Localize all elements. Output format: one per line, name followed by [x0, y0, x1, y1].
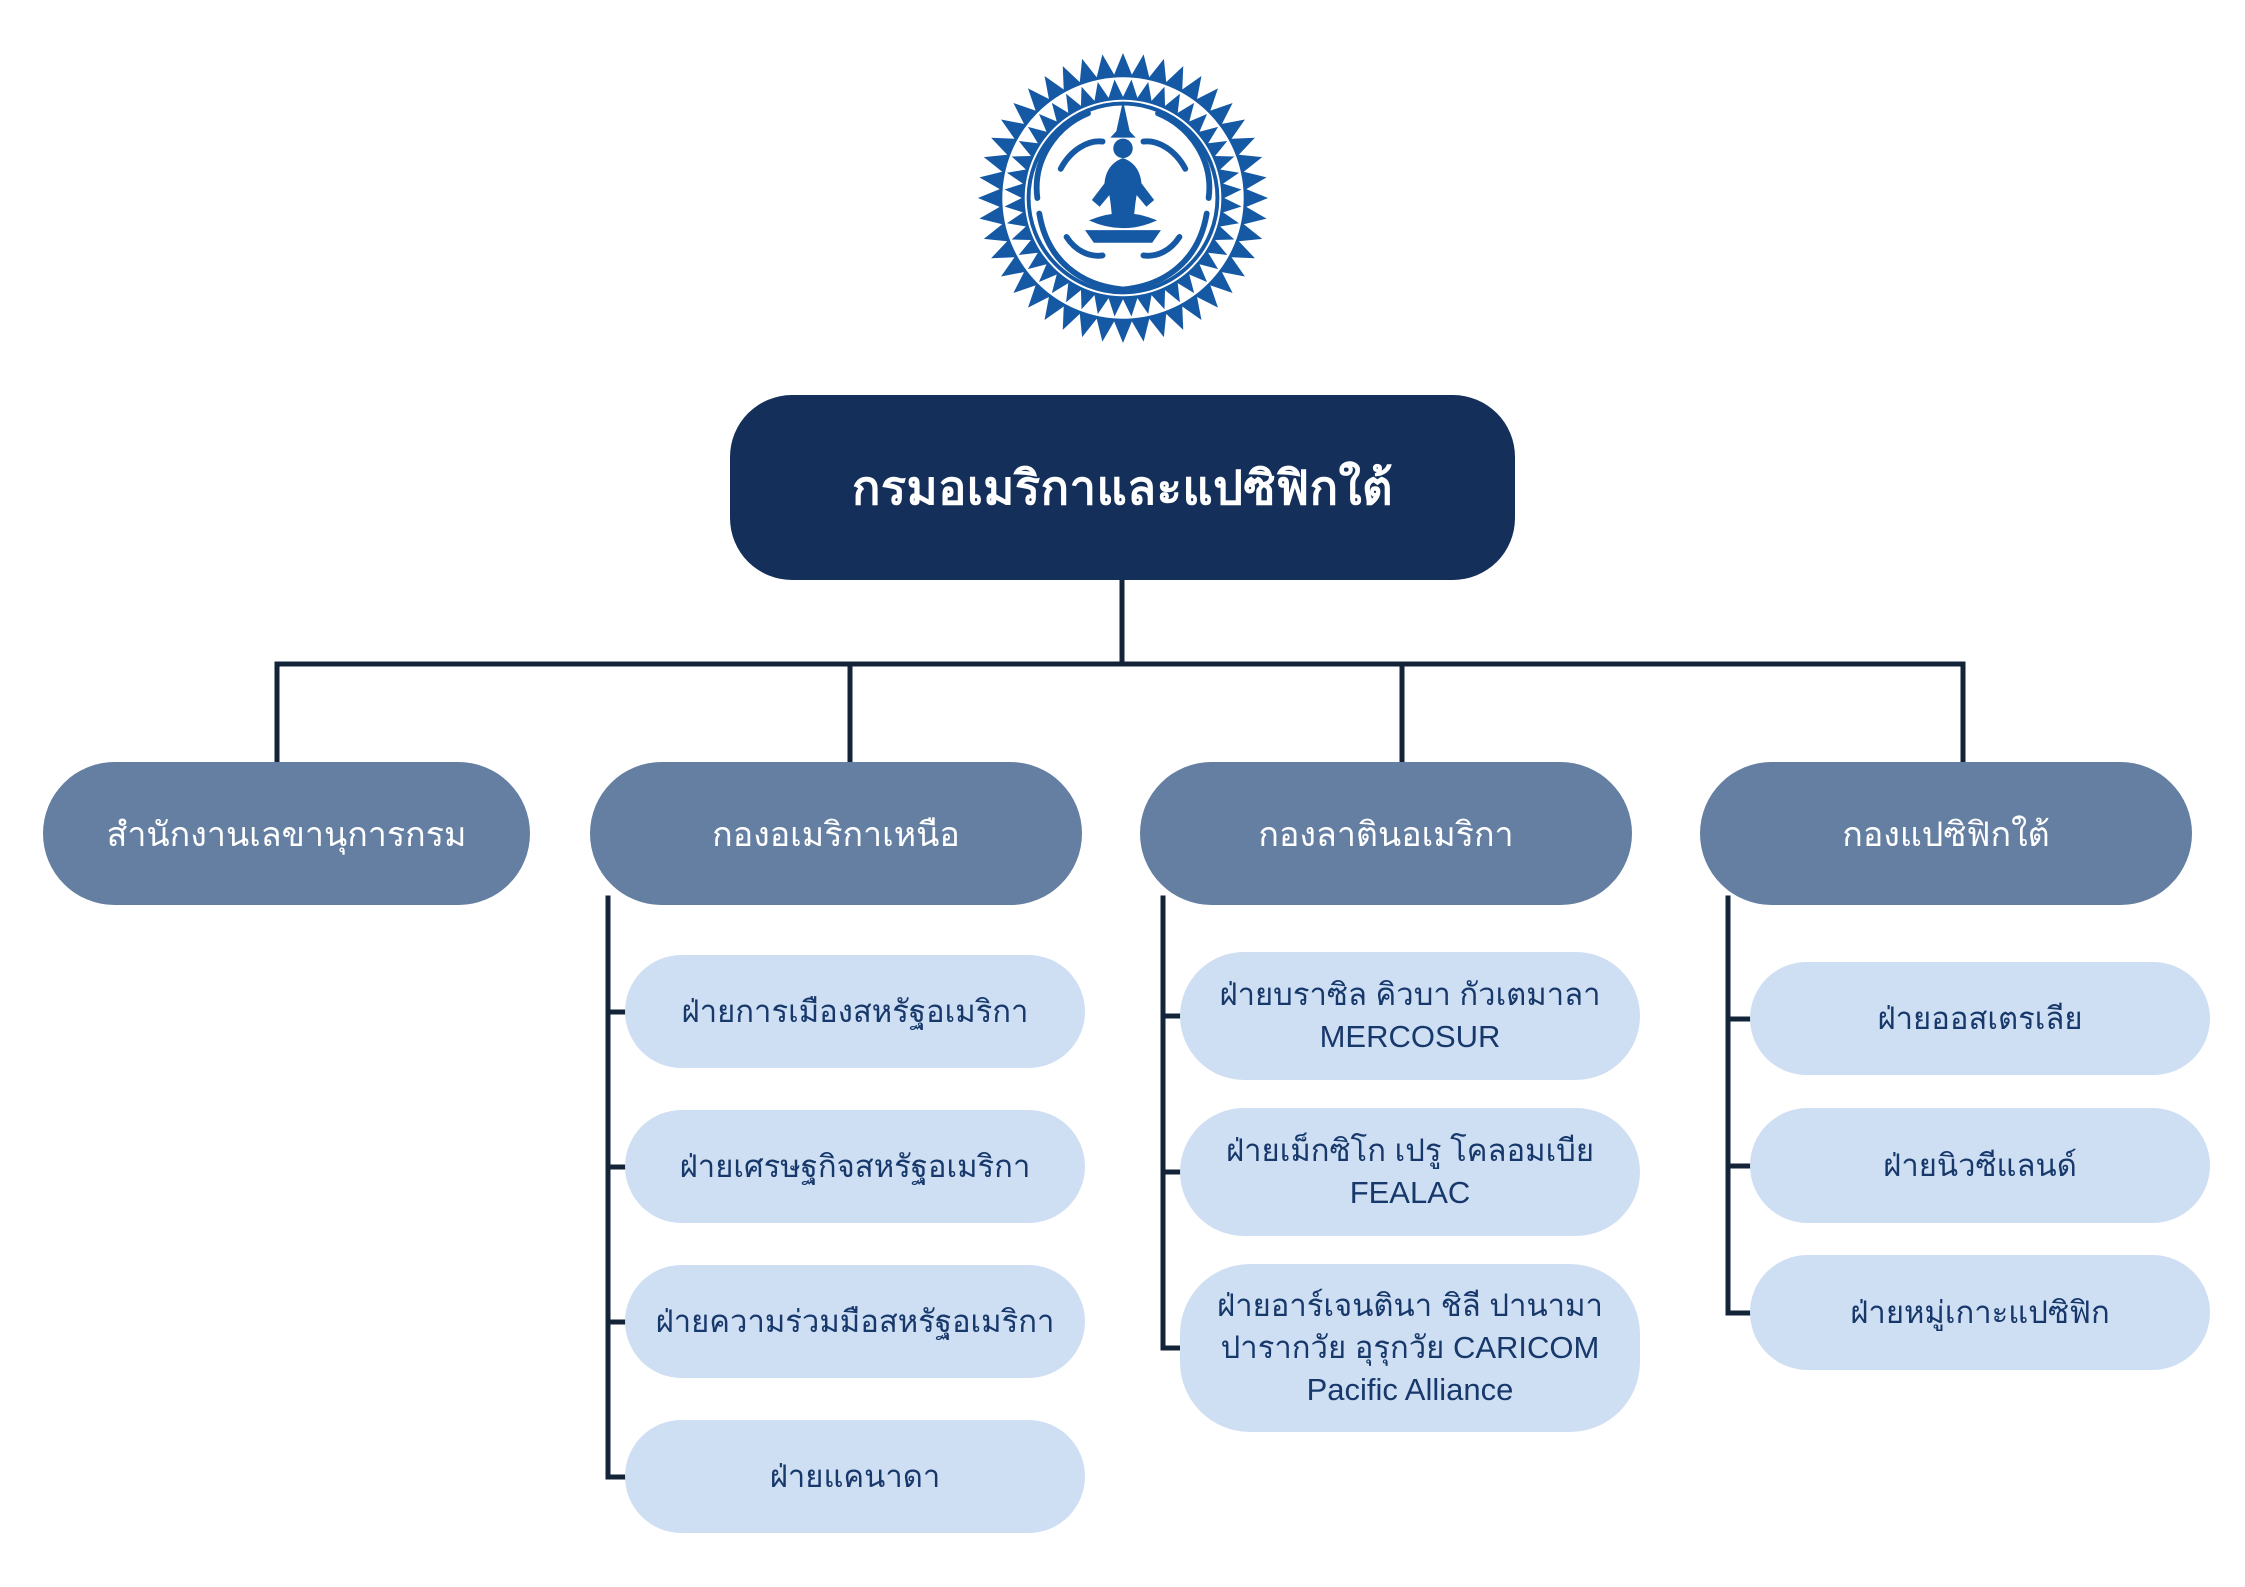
root-to-divisions-connector — [274, 575, 1966, 771]
unit-label: ฝ่ายนิวซีแลนด์ — [1883, 1147, 2077, 1183]
north-america-spine — [605, 895, 631, 1480]
unit-label: ฝ่ายความร่วมมือสหรัฐอเมริกา — [655, 1303, 1055, 1339]
seal-deity-figure — [1085, 100, 1161, 243]
division-label: สำนักงานเลขานุการกรม — [106, 815, 467, 854]
division-label: กองแปซิฟิกใต้ — [1842, 815, 2050, 854]
unit-label: ฝ่ายอาร์เจนตินา ชิลี ปานามา ปารากวัย อุร… — [1217, 1288, 1603, 1407]
unit-node: ฝ่ายหมู่เกาะแปซิฟิก — [1750, 1255, 2210, 1370]
unit-node: ฝ่ายบราซิล คิวบา กัวเตมาลา MERCOSUR — [1180, 952, 1640, 1080]
unit-node: ฝ่ายนิวซีแลนด์ — [1750, 1108, 2210, 1223]
division-node-south-pacific: กองแปซิฟิกใต้ — [1700, 762, 2192, 905]
division-label: กองลาตินอเมริกา — [1258, 815, 1514, 854]
unit-node: ฝ่ายแคนาดา — [625, 1420, 1085, 1533]
unit-label: ฝ่ายแคนาดา — [769, 1458, 941, 1494]
unit-label: ฝ่ายบราซิล คิวบา กัวเตมาลา MERCOSUR — [1219, 977, 1601, 1054]
root-node: กรมอเมริกาและแปซิฟิกใต้ — [730, 395, 1515, 580]
unit-node: ฝ่ายความร่วมมือสหรัฐอเมริกา — [625, 1265, 1085, 1378]
division-label: กองอเมริกาเหนือ — [712, 815, 960, 854]
root-node-label: กรมอเมริกาและแปซิฟิกใต้ — [851, 461, 1394, 514]
division-node-secretariat: สำนักงานเลขานุการกรม — [43, 762, 530, 905]
division-node-latin-america: กองลาตินอเมริกา — [1140, 762, 1632, 905]
division-node-north-america: กองอเมริกาเหนือ — [590, 762, 1082, 905]
unit-node: ฝ่ายการเมืองสหรัฐอเมริกา — [625, 955, 1085, 1068]
unit-label: ฝ่ายการเมืองสหรัฐอเมริกา — [681, 993, 1029, 1029]
latin-america-spine — [1160, 895, 1186, 1351]
unit-label: ฝ่ายเม็กซิโก เปรู โคลอมเบีย FEALAC — [1225, 1133, 1595, 1210]
unit-label: ฝ่ายเศรษฐกิจสหรัฐอเมริกา — [679, 1148, 1031, 1184]
unit-label: ฝ่ายหมู่เกาะแปซิฟิก — [1850, 1294, 2110, 1330]
unit-node: ฝ่ายอาร์เจนตินา ชิลี ปานามา ปารากวัย อุร… — [1180, 1264, 1640, 1432]
unit-node: ฝ่ายออสเตรเลีย — [1750, 962, 2210, 1075]
seal-ornament-swirls — [1033, 110, 1213, 293]
unit-node: ฝ่ายเม็กซิโก เปรู โคลอมเบีย FEALAC — [1180, 1108, 1640, 1236]
south-pacific-spine — [1725, 895, 1756, 1316]
ministry-seal-icon — [977, 52, 1269, 344]
unit-node: ฝ่ายเศรษฐกิจสหรัฐอเมริกา — [625, 1110, 1085, 1223]
unit-label: ฝ่ายออสเตรเลีย — [1877, 1000, 2083, 1036]
